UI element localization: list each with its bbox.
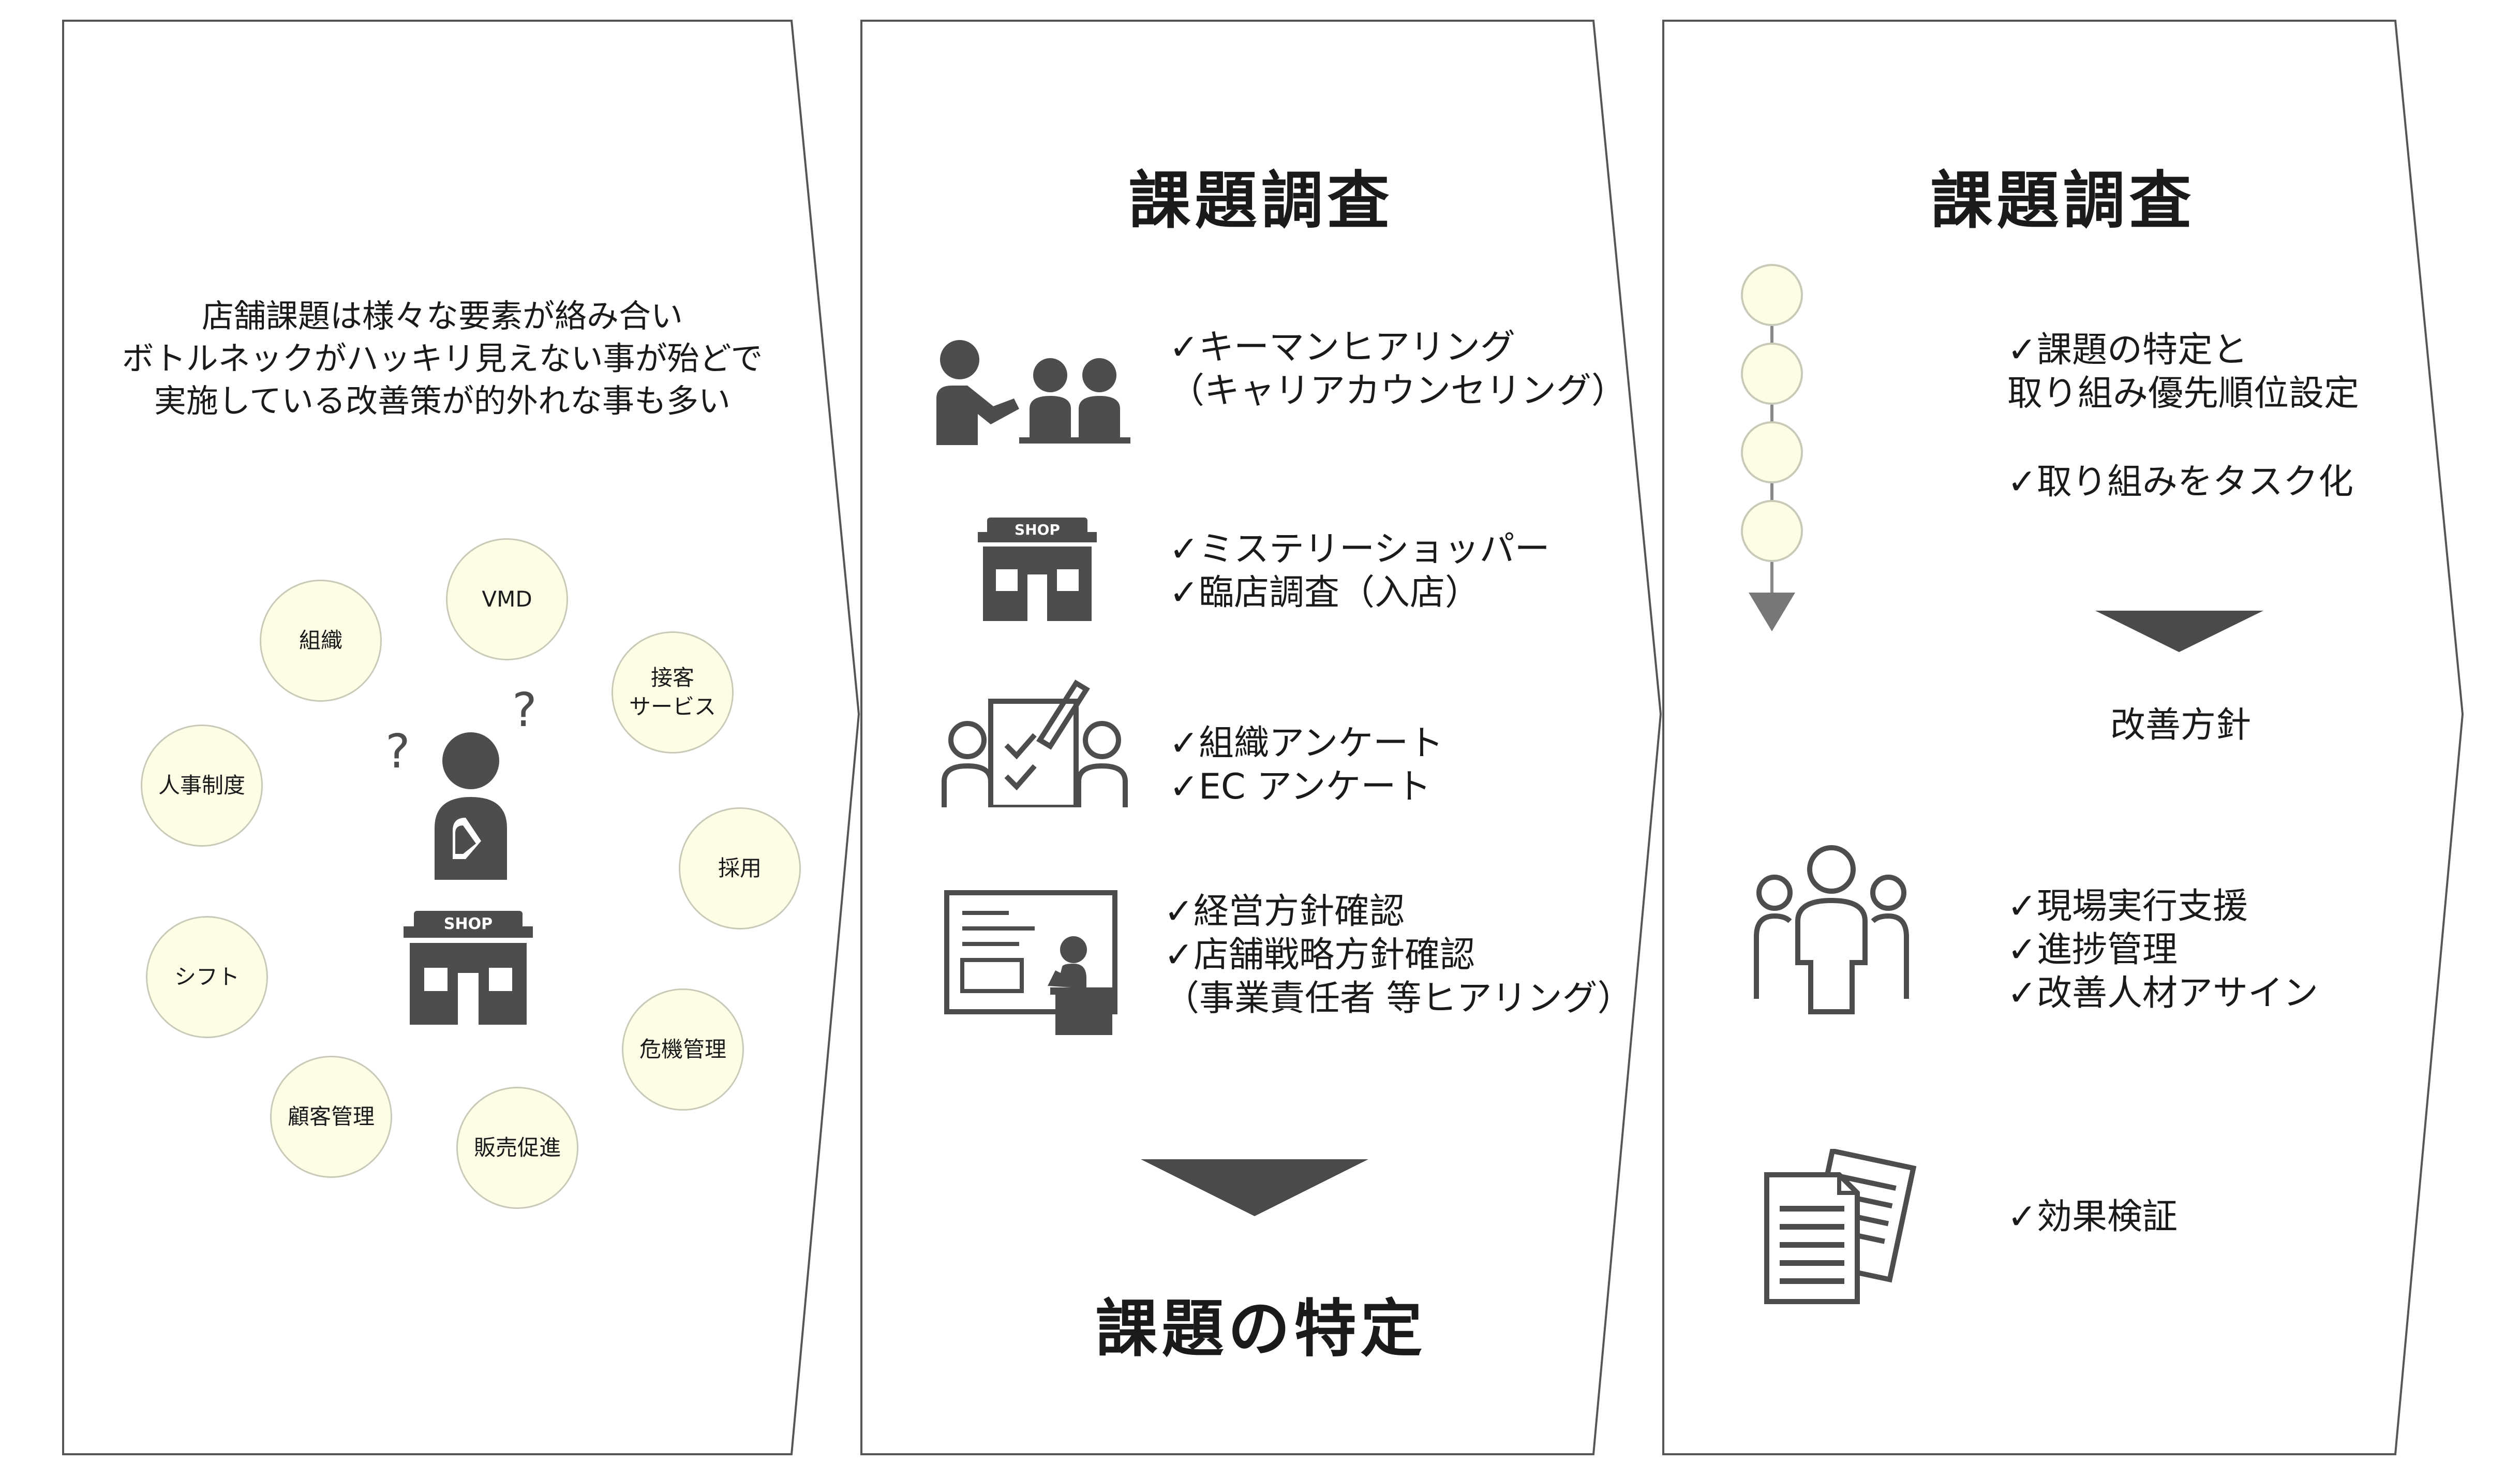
panel-1-intro: 店舗課題は様々な要素が絡み合い ボトルネックがハッキリ見えない事が殆どで 実施し… bbox=[93, 295, 792, 422]
shop-icon-2: SHOP bbox=[978, 518, 1097, 621]
bubble-recruitment: 採用 bbox=[679, 807, 801, 929]
panel-2-item-1: ✓キーマンヒアリング （キャリアカウンセリング） bbox=[1169, 327, 1627, 411]
bubble-customer-service: 接客 サービス bbox=[612, 631, 734, 754]
survey-icon bbox=[942, 680, 1128, 807]
team-icon bbox=[1754, 845, 1909, 1014]
bubble-vmd: VMD bbox=[446, 538, 568, 660]
timeline-icon bbox=[1741, 264, 1803, 631]
intro-line-3: 実施している改善策が的外れな事も多い bbox=[154, 382, 731, 420]
presentation-icon bbox=[944, 890, 1117, 1035]
bubble-hr-system: 人事制度 bbox=[141, 725, 263, 847]
panel-3-frame bbox=[1662, 20, 2464, 1455]
bubble-shift: シフト bbox=[146, 916, 268, 1038]
hearing-icon bbox=[936, 340, 1130, 445]
question-mark-left: ? bbox=[385, 725, 410, 779]
panel-2-result: 課題の特定 bbox=[1095, 1293, 1427, 1365]
panel-3-result: 改善方針 bbox=[2110, 705, 2251, 746]
panel-3-item-4: ✓効果検証 bbox=[2007, 1197, 2178, 1237]
shop-icon: SHOP bbox=[404, 911, 533, 1025]
shop-sign-text-2: SHOP bbox=[1015, 521, 1060, 538]
question-mark-right: ? bbox=[512, 683, 537, 737]
shop-sign-text: SHOP bbox=[443, 915, 493, 933]
panel-2-item-3: ✓組織アンケート ✓EC アンケート bbox=[1169, 723, 1444, 807]
bubble-organization: 組織 bbox=[260, 580, 382, 702]
bubble-sales-promotion: 販売促進 bbox=[456, 1087, 578, 1209]
panel-2-item-4: ✓経営方針確認 ✓店舗戦略方針確認 （事業責任者 等ヒアリング） bbox=[1164, 891, 1633, 1019]
intro-line-2: ボトルネックがハッキリ見えない事が殆どで bbox=[122, 339, 763, 377]
panel-3-title: 課題調査 bbox=[1930, 165, 2196, 237]
panel-3-item-2: ✓取り組みをタスク化 bbox=[2007, 462, 2353, 503]
down-arrow-3 bbox=[2095, 611, 2263, 652]
panel-2-item-2: ✓ミステリーショッパー ✓臨店調査（入店） bbox=[1169, 529, 1550, 613]
bubble-risk-management: 危機管理 bbox=[622, 988, 744, 1111]
panel-3-item-1: ✓課題の特定と 取り組み優先順位設定 bbox=[2007, 330, 2360, 414]
panel-2-title: 課題調査 bbox=[1128, 165, 1394, 237]
thinking-person-icon bbox=[435, 732, 507, 880]
down-arrow-2 bbox=[1141, 1159, 1368, 1216]
intro-line-1: 店舗課題は様々な要素が絡み合い bbox=[201, 297, 683, 335]
bubble-customer-management: 顧客管理 bbox=[270, 1056, 392, 1178]
panel-3-item-3: ✓現場実行支援 ✓進捗管理 ✓改善人材アサイン bbox=[2007, 886, 2318, 1014]
documents-icon bbox=[1764, 1149, 1917, 1304]
